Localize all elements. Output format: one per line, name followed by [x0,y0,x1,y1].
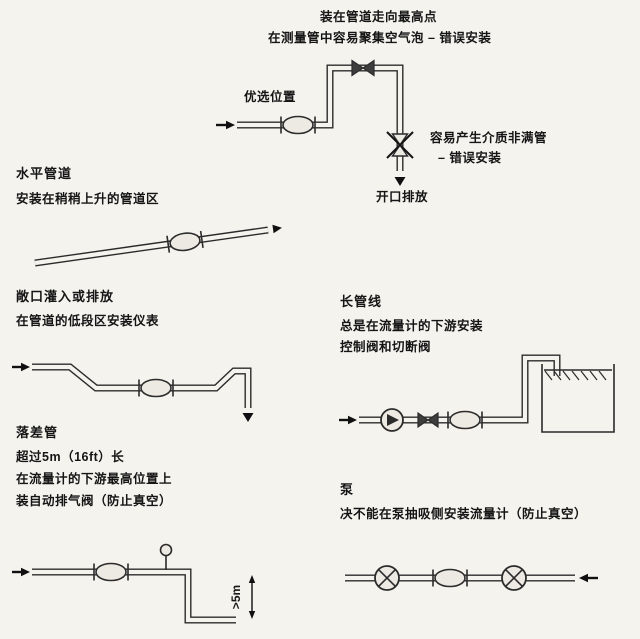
label-greater-5m: >5m [229,585,243,609]
flowmeter-icon [93,562,129,582]
pump-icon-left [374,565,400,591]
pipe-run [34,226,269,267]
valve-icon-wrong-drain [386,131,414,159]
flow-out-arrow [272,224,282,234]
diagram-highest-point [216,59,414,186]
diagram-long-line [339,354,615,433]
diagram-open-fill [12,362,254,422]
section-title-long-line: 长管线 [340,294,383,309]
label-long-line-desc2: 控制阀和切断阀 [340,340,432,354]
label-open-discharge: 开口排放 [376,190,429,204]
label-horizontal-desc: 安装在稍稍上升的管道区 [16,192,160,206]
flow-in-arrow [12,362,30,372]
discharge-down-arrow [242,413,254,422]
label-drop-pipe-desc3: 装自动排气阀（防止真空） [16,494,173,508]
flow-in-arrow [339,415,357,425]
open-tank [541,364,615,433]
pipe-run [32,363,252,408]
section-title-horizontal-pipe: 水平管道 [16,166,73,181]
discharge-down-arrow [394,177,406,186]
label-partial-pipe: 容易产生介质非满管 [430,131,548,145]
flow-in-arrow [216,120,235,130]
section-title-pump: 泵 [340,482,355,497]
drop-height-dimension: >5m [229,575,256,619]
pipe-run [32,568,236,624]
flowmeter-icon [166,230,204,253]
flow-in-arrow [12,567,30,577]
flowmeter-icon [447,410,483,430]
control-valve-icon [417,411,439,429]
label-long-line-desc1: 总是在流量计的下游安装 [340,319,484,333]
vent-valve-icon [159,543,173,570]
label-open-fill-desc: 在管道的低段区安装仪表 [16,314,160,328]
label-wrong-install: – 错误安装 [438,151,502,165]
valve-icon-wrong-high [351,59,375,77]
label-drop-pipe-desc1: 超过5m（16ft）长 [16,450,125,464]
section-title-drop-pipe: 落差管 [16,425,59,440]
pump-icon-right [501,565,527,591]
diagram-horizontal-pipe [34,224,282,267]
section-title-open-fill: 敞口灌入或排放 [16,289,115,304]
flow-in-arrow-left-pointing [579,573,598,583]
pump-check-icon [380,408,404,432]
label-highest-point: 装在管道走向最高点 [320,10,438,24]
diagram-pump [345,565,598,591]
label-drop-pipe-desc2: 在流量计的下游最高位置上 [16,472,173,486]
pipe-run [237,64,404,171]
label-air-bubbles-wrong: 在测量管中容易聚集空气泡 – 错误安装 [268,31,492,45]
flowmeter-icon [432,568,468,588]
label-pump-desc: 决不能在泵抽吸侧安装流量计（防止真空） [340,507,588,521]
flowmeter-icon [280,115,316,135]
diagram-drop-pipe: >5m [12,543,256,624]
flowmeter-icon [138,378,174,398]
label-preferred-position: 优选位置 [244,90,297,104]
water-hatch [544,370,607,381]
